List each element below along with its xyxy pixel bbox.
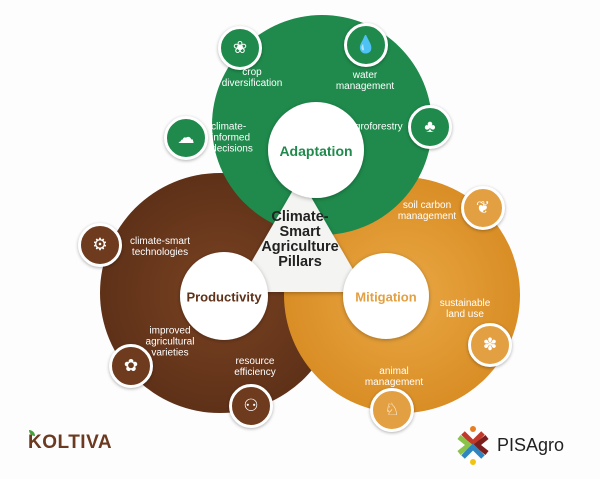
climate-smart-technologies-icon: ⚙ bbox=[78, 223, 122, 267]
animal-management-icon: ♘ bbox=[370, 388, 414, 432]
pisagro-logo: PISAgro bbox=[455, 425, 564, 465]
crop-diversification-icon: ❀ bbox=[218, 26, 262, 70]
improved-varieties-icon: ✿ bbox=[109, 344, 153, 388]
diagram-title: Climate- Smart Agriculture Pillars bbox=[261, 210, 338, 270]
soil-carbon-management-icon: ❦ bbox=[461, 186, 505, 230]
productivity-hub bbox=[180, 252, 268, 340]
adaptation-hub bbox=[268, 102, 364, 198]
title-line: Climate- bbox=[271, 209, 329, 225]
water-management-icon: 💧 bbox=[344, 23, 388, 67]
mitigation-hub bbox=[343, 253, 429, 339]
pillar-adaptation: Adaptation bbox=[279, 143, 353, 159]
pisagro-mark-icon bbox=[457, 426, 489, 465]
title-line: Agriculture bbox=[261, 239, 339, 255]
pillar-mitigation: Mitigation bbox=[355, 289, 417, 305]
agroforestry-icon: ♣ bbox=[408, 105, 452, 149]
center-triangle bbox=[234, 178, 366, 292]
title-line: Pillars bbox=[278, 254, 322, 270]
resource-efficiency-icon: ⚇ bbox=[229, 384, 273, 428]
title-line: Smart bbox=[279, 224, 321, 240]
pillar-productivity: Productivity bbox=[186, 289, 262, 305]
pisagro-text: PISAgro bbox=[497, 434, 565, 455]
climate-informed-decisions-icon: ☁ bbox=[164, 116, 208, 160]
koltiva-logo: KOLTIVA bbox=[28, 430, 113, 453]
label-agroforestry: agroforestry bbox=[349, 121, 403, 133]
sustainable-land-use-icon: ✽ bbox=[468, 323, 512, 367]
